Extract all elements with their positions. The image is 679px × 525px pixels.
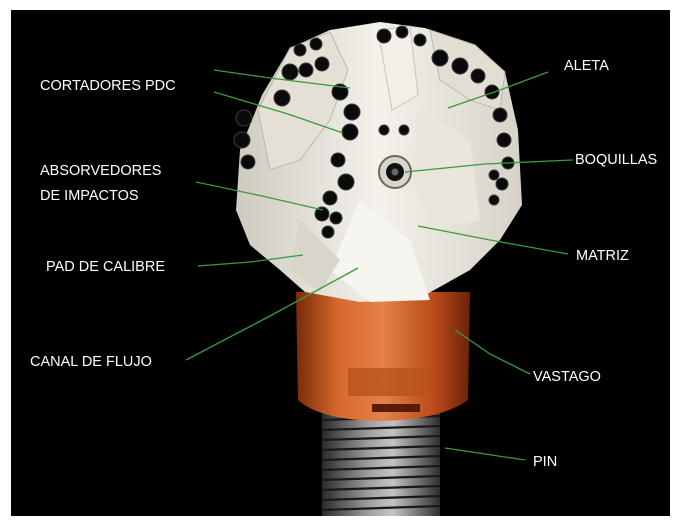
label-canal-de-flujo: CANAL DE FLUJO (30, 354, 152, 370)
label-aleta: ALETA (564, 58, 609, 74)
pin-thread (322, 410, 440, 516)
label-vastago: VASTAGO (533, 369, 601, 385)
label-cortadores-pdc: CORTADORES PDC (40, 78, 176, 94)
label-matriz: MATRIZ (576, 248, 629, 264)
label-pin: PIN (533, 454, 557, 470)
label-absorvedores-line1: ABSORVEDORES (40, 163, 161, 179)
label-pad-de-calibre: PAD DE CALIBRE (46, 259, 165, 275)
label-boquillas: BOQUILLAS (575, 152, 657, 168)
label-absorvedores-line2: DE IMPACTOS (40, 188, 139, 204)
shank-body (296, 292, 470, 421)
